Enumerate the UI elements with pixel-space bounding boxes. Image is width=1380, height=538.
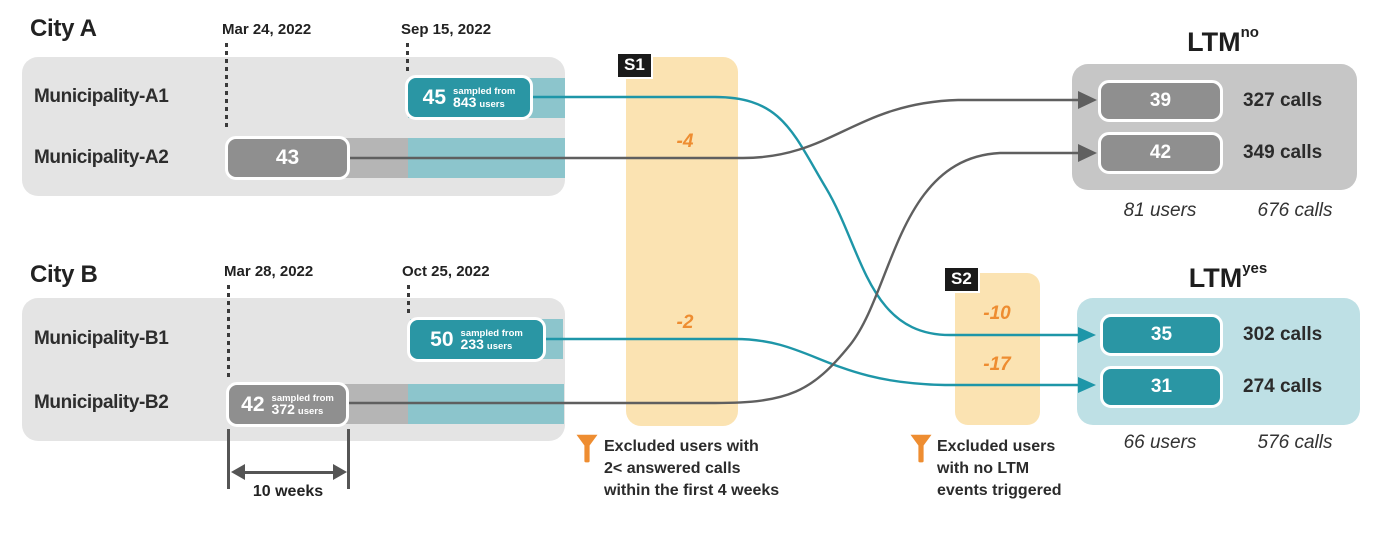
s2-band	[955, 273, 1040, 425]
city-a-title: City A	[30, 15, 97, 42]
municipality-a1-label: Municipality-A1	[34, 86, 169, 107]
s1-caption-line1: Excluded users with	[604, 438, 759, 455]
municipality-a2-period-bar-teal	[408, 138, 565, 178]
ltm-yes-count-1: 35	[1150, 324, 1173, 345]
municipality-b1-sample-count: 50	[430, 327, 454, 351]
s2-loss-b1: -17	[983, 354, 1011, 375]
ltm-no-badge-1: 39	[1098, 80, 1223, 122]
ltm-no-total-calls: 676 calls	[1257, 200, 1333, 221]
s1-caption-line2: 2< answered calls	[604, 460, 741, 477]
municipality-a1-sample-count: 45	[422, 85, 447, 109]
measure-arrowhead-right	[333, 464, 347, 480]
municipality-b2-label: Municipality-B2	[34, 392, 169, 413]
measure-whisker-left	[227, 429, 230, 489]
measure-line	[240, 471, 337, 474]
funnel-icon-s1	[576, 434, 598, 463]
s1-caption-line3: within the first 4 weeks	[604, 482, 780, 499]
s2-caption-line3: events triggered	[937, 482, 1062, 499]
municipality-b2-period-bar-teal	[408, 384, 564, 424]
city-a-end-date: Sep 15, 2022	[401, 21, 492, 38]
ltm-yes-title: LTMyes	[1188, 260, 1268, 293]
s1-loss-a2: -4	[676, 131, 694, 152]
s1-label: S1	[616, 52, 653, 79]
ltm-no-count-2: 42	[1149, 142, 1172, 163]
ltm-no-total-users: 81 users	[1123, 200, 1197, 221]
measure-whisker-right	[347, 429, 350, 489]
city-b-end-dashed-line	[407, 285, 410, 314]
ltm-no-count-1: 39	[1149, 90, 1172, 111]
municipality-a2-sample-count: 43	[275, 146, 300, 169]
ltm-no-calls-2: 349 calls	[1243, 142, 1323, 163]
city-a-start-date: Mar 24, 2022	[222, 21, 312, 38]
city-b-start-dashed-line	[227, 285, 230, 379]
ltm-yes-badge-1: 35	[1100, 314, 1223, 356]
measure-arrowhead-left	[231, 464, 245, 480]
ltm-no-title: LTMno	[1187, 24, 1259, 57]
ltm-yes-calls-1: 302 calls	[1243, 324, 1323, 345]
ltm-no-calls-1: 327 calls	[1243, 90, 1323, 111]
ltm-yes-total-calls: 576 calls	[1257, 432, 1333, 453]
municipality-a2-sample-badge: 43	[225, 136, 350, 180]
s2-loss-a1: -10	[983, 303, 1011, 324]
s1-caption: Excluded users with 2< answered calls wi…	[604, 436, 779, 502]
ltm-no-superscript: no	[1240, 24, 1259, 41]
city-a-end-dashed-line	[406, 43, 409, 73]
ltm-yes-total-users: 66 users	[1123, 432, 1197, 453]
ltm-yes-superscript: yes	[1242, 260, 1268, 277]
s2-caption-line2: with no LTM	[937, 460, 1030, 477]
city-b-end-date: Oct 25, 2022	[402, 263, 490, 280]
funnel-icon-s2	[910, 434, 932, 463]
city-a-start-dashed-line	[225, 43, 228, 129]
city-b-title: City B	[30, 261, 98, 288]
s2-caption-line1: Excluded users	[937, 438, 1056, 455]
s1-band	[626, 57, 738, 426]
ltm-yes-count-2: 31	[1150, 376, 1173, 397]
duration-label: 10 weeks	[252, 483, 324, 500]
municipality-b1-label: Municipality-B1	[34, 328, 169, 349]
s2-label: S2	[943, 266, 980, 293]
ltm-yes-calls-2: 274 calls	[1243, 376, 1323, 397]
ltm-no-badge-2: 42	[1098, 132, 1223, 174]
ltm-yes-badge-2: 31	[1100, 366, 1223, 408]
s1-loss-b1: -2	[676, 312, 694, 333]
city-b-start-date: Mar 28, 2022	[224, 263, 314, 280]
municipality-b2-sample-count: 42	[241, 392, 265, 416]
s2-caption: Excluded users with no LTM events trigge…	[937, 436, 1061, 502]
municipality-a2-label: Municipality-A2	[34, 147, 169, 168]
